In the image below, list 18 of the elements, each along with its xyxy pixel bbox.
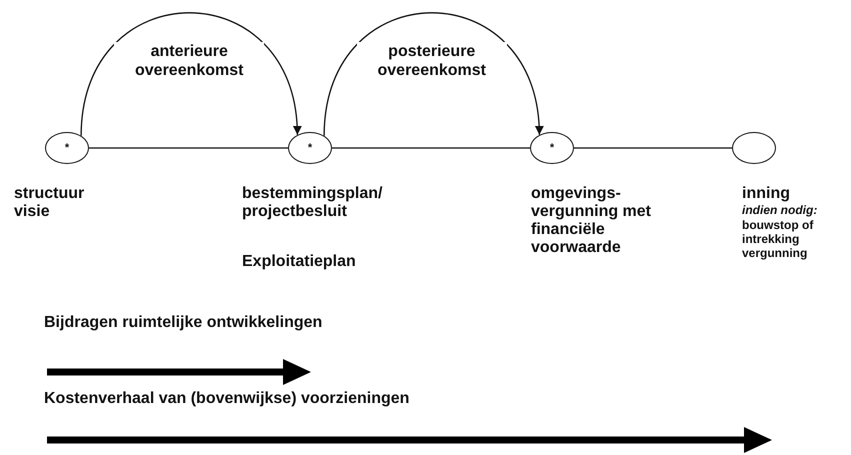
curved-arrow (324, 12, 543, 136)
event-ellipse: * (45, 132, 89, 164)
event-ellipse: * (530, 132, 574, 164)
curved-arrow (80, 12, 301, 136)
connector-line (89, 147, 288, 149)
event-ellipse (732, 132, 776, 164)
node-caption: omgevings- vergunning met financiële voorwaarde (531, 185, 652, 257)
row-heading: Bijdragen ruimtelijke ontwikkelingen (44, 313, 322, 332)
node-caption: indien nodig: (742, 203, 818, 217)
row-heading: Kostenverhaal van (bovenwijkse) voorzieningen (44, 389, 410, 408)
node-caption: structuur visie (14, 185, 86, 221)
connector-line (574, 147, 732, 149)
node-caption: Exploitatieplan (242, 253, 357, 271)
node-caption: bouwstop of intrekking vergunning (742, 218, 814, 260)
node-caption: bestemmingsplan/ projectbesluit (242, 185, 384, 221)
connector-line (332, 147, 530, 149)
node-caption: inning (742, 185, 791, 203)
event-ellipse: * (288, 132, 332, 164)
